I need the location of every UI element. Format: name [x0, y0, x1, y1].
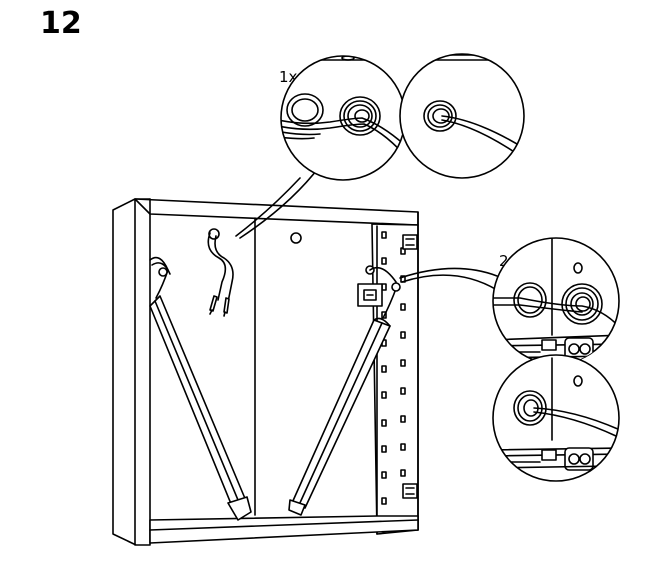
callout-grommet-detail-d: [492, 354, 620, 482]
hinge-icon: [402, 234, 418, 499]
callout-grommet-detail-b: [399, 53, 525, 179]
led-strip-right: [288, 285, 398, 516]
peg-holes: [381, 231, 406, 505]
grommet-icon: [561, 283, 603, 325]
led-strip-left: [149, 256, 252, 521]
cable-icon: [207, 228, 401, 317]
callout-grommet-detail-c: [492, 237, 620, 365]
callout-grommet-detail-a: [280, 55, 406, 181]
leader-top: [239, 165, 321, 239]
step-number: 12: [40, 6, 82, 41]
socket-icon: [357, 283, 383, 307]
socket-icon: [564, 447, 594, 471]
leader-right: [401, 274, 498, 291]
cabinet-frame: [112, 198, 419, 546]
socket-icon: [564, 337, 594, 361]
